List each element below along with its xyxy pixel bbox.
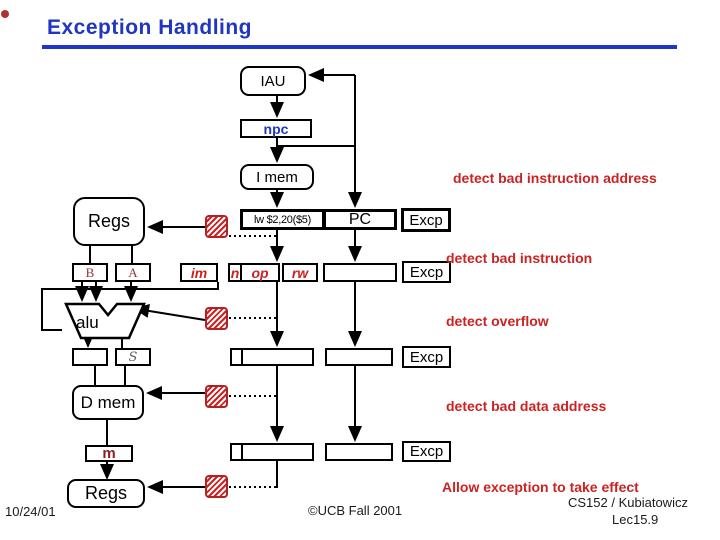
footer-course: CS152 / Kubiatowicz [568, 495, 688, 510]
latch-op-cell: op [251, 264, 269, 281]
instruction-register: lw $2,20($5) [240, 209, 325, 230]
latch-s: S [115, 348, 151, 366]
excp-latch-3: Excp [402, 346, 451, 368]
excp-latch-1: Excp [401, 208, 451, 232]
annotation-allow-exception: Allow exception to take effect [442, 479, 639, 495]
footer-copyright: ©UCB Fall 2001 [308, 503, 403, 518]
latch-n-cell: n [230, 265, 242, 281]
stage-regs-wb: Regs [67, 479, 145, 508]
latch-im: im [180, 263, 218, 282]
latch-n-op: n op [228, 263, 280, 282]
annotation-overflow: detect overflow [446, 313, 549, 329]
latch-divider [241, 445, 243, 459]
stage-dmem: D mem [72, 385, 144, 420]
latch-m: m [85, 445, 133, 462]
bullet-icon [1, 10, 9, 18]
hatch-bubble-icon [205, 307, 228, 330]
hatch-bubble-icon [205, 385, 228, 408]
annotation-bad-instruction: detect bad instruction [446, 250, 593, 266]
stage-alu-label: alu [76, 313, 99, 332]
latch-pc-mem [325, 443, 393, 461]
stage-iau: IAU [240, 66, 306, 96]
latch-b: B [72, 263, 108, 282]
excp-latch-4: Excp [402, 441, 451, 462]
annotation-bad-instruction-address: detect bad instruction address [453, 170, 657, 186]
page-title: Exception Handling [47, 16, 253, 39]
footer-date: 10/24/01 [5, 504, 56, 519]
footer-lecture: Lec15.9 [612, 512, 659, 527]
latch-result [72, 348, 108, 366]
stage-imem: I mem [240, 164, 314, 190]
latch-pc-ex [325, 348, 393, 366]
hatch-bubble-icon [205, 475, 228, 498]
latch-ctrl-ex [230, 348, 314, 366]
excp-latch-2: Excp [402, 261, 451, 283]
latch-divider [241, 350, 243, 364]
latch-a: A [115, 263, 151, 282]
latch-pc-id [323, 263, 397, 282]
latch-ctrl-mem [230, 443, 314, 461]
pc-register: PC [323, 209, 397, 230]
title-underline [42, 45, 677, 49]
annotation-bad-data-address: detect bad data address [446, 398, 607, 414]
latch-rw: rw [282, 263, 318, 282]
stage-regs: Regs [73, 197, 145, 246]
hatch-bubble-icon [205, 215, 228, 238]
reg-npc: npc [240, 119, 312, 138]
